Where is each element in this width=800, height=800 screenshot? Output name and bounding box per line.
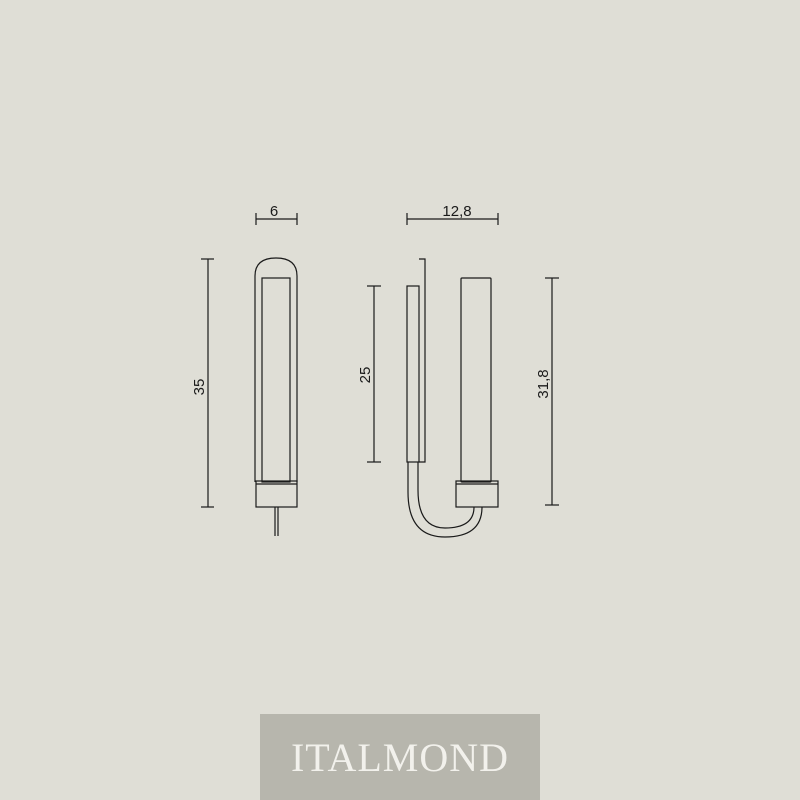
side-height-label: 31,8 (535, 369, 552, 398)
brand-logo: ITALMOND (290, 734, 510, 780)
dim-front-width (255, 213, 298, 225)
front-inner-glass (261, 277, 291, 483)
front-height-label: 35 (191, 379, 208, 396)
side-arm-outer (407, 462, 483, 538)
dim-backplate-height (367, 285, 381, 463)
front-base-ring (255, 480, 298, 508)
dim-side-height (545, 277, 559, 506)
backplate-height-label: 25 (357, 367, 374, 384)
side-glass-tube (460, 277, 492, 483)
side-wall-bar (419, 258, 426, 463)
side-wall-plate (406, 285, 420, 463)
side-view (406, 258, 499, 538)
front-view (254, 257, 298, 536)
side-depth-label: 12,8 (442, 203, 471, 220)
dim-front-height (201, 258, 214, 508)
side-base-ring (455, 480, 499, 508)
dim-side-depth (406, 213, 499, 225)
side-arm-inner (417, 462, 475, 529)
brand-logo-band: ITALMOND (260, 714, 540, 800)
front-width-label: 6 (270, 203, 278, 220)
front-outer-body (254, 257, 298, 482)
